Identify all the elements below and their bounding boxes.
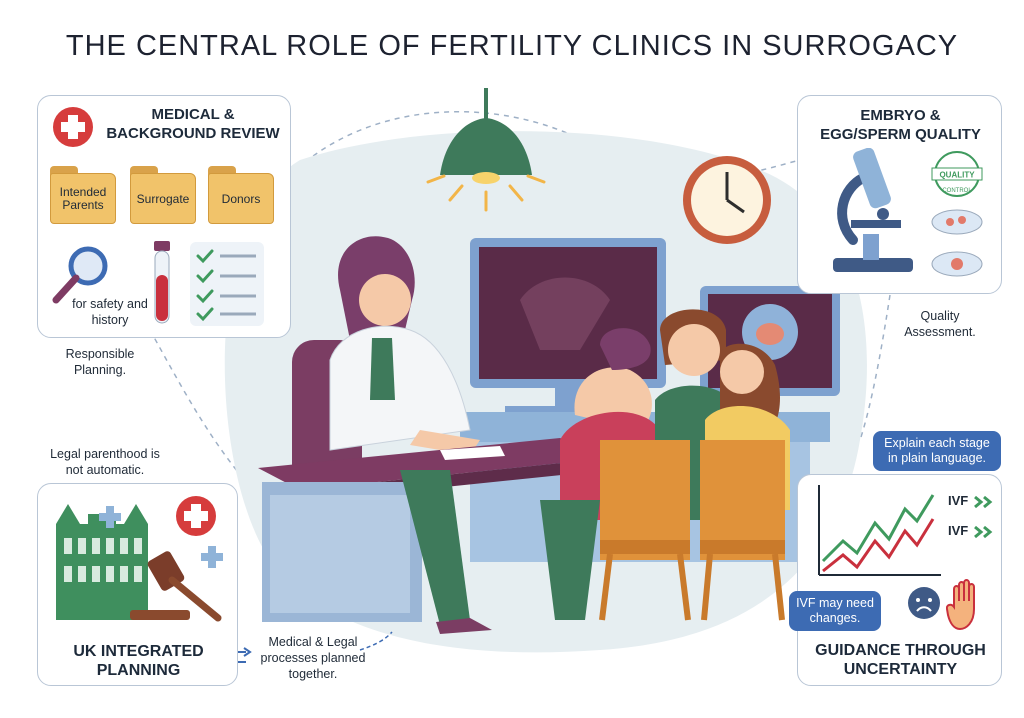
chevron-right-icon <box>974 525 993 539</box>
ivf-changes-bubble: IVF may need changes. <box>789 591 881 631</box>
stamp-text-2: CONTROL <box>942 188 972 194</box>
blood-tube-icon <box>154 241 170 324</box>
medical-review-panel: MEDICAL & BACKGROUND REVIEW Intended Par… <box>37 95 291 338</box>
medical-review-title-2: BACKGROUND REVIEW <box>106 125 280 142</box>
responsible-planning-caption: Responsible Planning. <box>65 347 135 377</box>
microscope-icon <box>833 148 913 272</box>
legal-parenthood-caption: Legal parenthood is not automatic. <box>50 447 160 477</box>
guidance-title-1: GUIDANCE THROUGH <box>815 642 986 659</box>
medical-review-note: for safety and history <box>72 297 148 327</box>
folder-label-surrogate: Surrogate <box>136 192 190 206</box>
medical-cross-icon <box>53 107 93 147</box>
stop-hand-icon <box>946 579 975 631</box>
uk-planning-title-1: UK INTEGRATED <box>73 643 204 660</box>
medical-review-title-1: MEDICAL & <box>151 106 235 123</box>
uk-planning-title-2: PLANNING <box>96 662 181 679</box>
guidance-panel: IVF IVF GUIDANCE THROUGH UNCERTAINTY <box>797 474 1002 686</box>
folder-icon: Surrogate <box>130 166 196 224</box>
checklist-icon <box>190 242 264 326</box>
embryo-quality-panel: EMBRYO & EGG/SPERM QUALITY QUALITY CONTR… <box>797 95 1002 294</box>
stamp-text: QUALITY <box>939 171 975 180</box>
quality-control-stamp: QUALITY CONTROL <box>931 151 983 197</box>
folder-icon: Intended Parents <box>50 166 116 224</box>
magnifier-icon <box>52 246 108 304</box>
chevron-right-icon <box>974 495 993 509</box>
medical-legal-note: Medical & Legal processes planned togeth… <box>260 635 366 681</box>
quality-assessment-caption: Quality Assessment. <box>904 309 976 339</box>
folder-icon: Donors <box>208 166 274 224</box>
worried-face-icon <box>908 587 940 619</box>
uk-planning-panel: UK INTEGRATED PLANNING <box>37 483 238 686</box>
ivf-label-2: IVF <box>948 523 969 538</box>
folder-label-donors: Donors <box>221 192 261 206</box>
guidance-title-2: UNCERTAINTY <box>843 661 958 678</box>
page-title: THE CENTRAL ROLE OF FERTILITY CLINICS IN… <box>65 30 959 62</box>
parliament-gavel-icon <box>56 496 223 622</box>
embryo-quality-title-2: EGG/SPERM QUALITY <box>820 126 981 143</box>
progress-line-chart <box>818 485 941 576</box>
plain-language-bubble: Explain each stage in plain language. <box>873 431 1001 471</box>
embryo-quality-title-1: EMBRYO & <box>860 107 941 124</box>
petri-dish-icon <box>931 209 983 277</box>
folder-label-intended-parents: Intended Parents <box>59 185 107 212</box>
ivf-label-1: IVF <box>948 493 969 508</box>
